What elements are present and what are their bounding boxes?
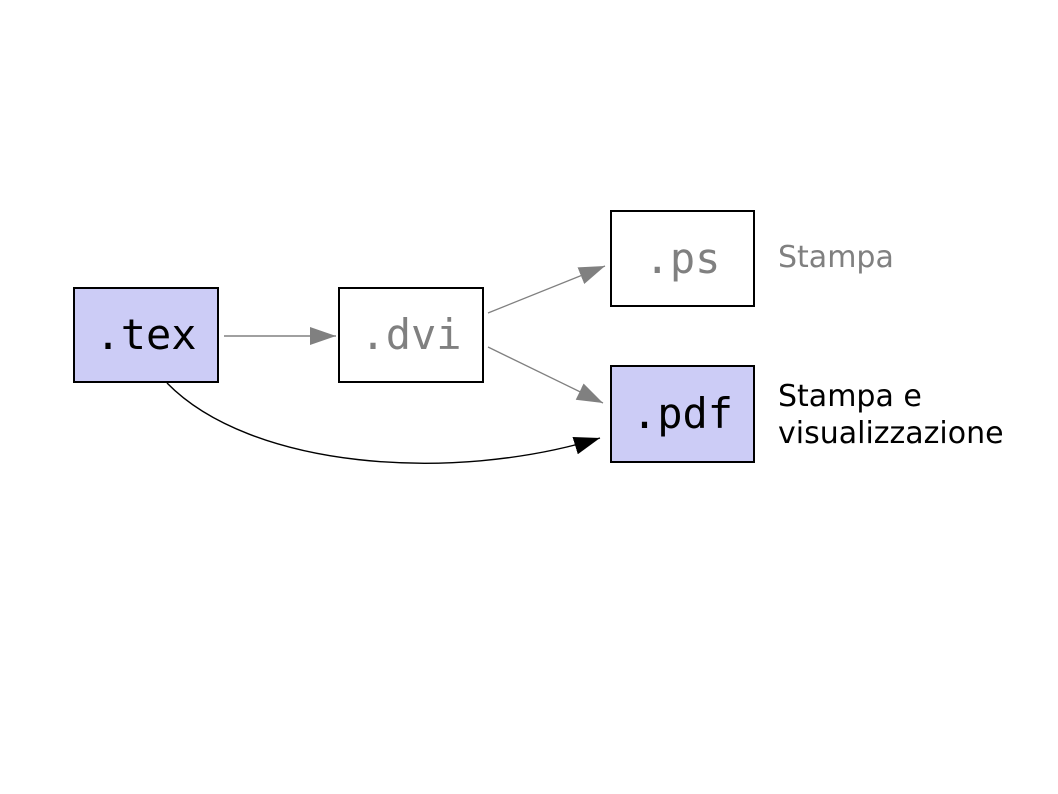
node-ps-label: .ps [644,233,721,283]
edge-dvi-to-ps [487,265,606,314]
node-dvi: .dvi [338,287,484,383]
annotation-ps: Stampa [778,240,894,275]
edge-tex-to-pdf-curved [166,382,601,464]
node-pdf-label: .pdf [631,389,734,438]
annotation-pdf: Stampa e visualizzazione [778,379,1004,451]
node-pdf: .pdf [610,365,755,463]
node-dvi-label: .dvi [360,310,462,359]
edge-dvi-to-pdf [487,346,604,404]
node-ps: .ps [610,210,755,307]
node-tex-label: .tex [95,310,197,359]
node-tex: .tex [73,287,219,383]
